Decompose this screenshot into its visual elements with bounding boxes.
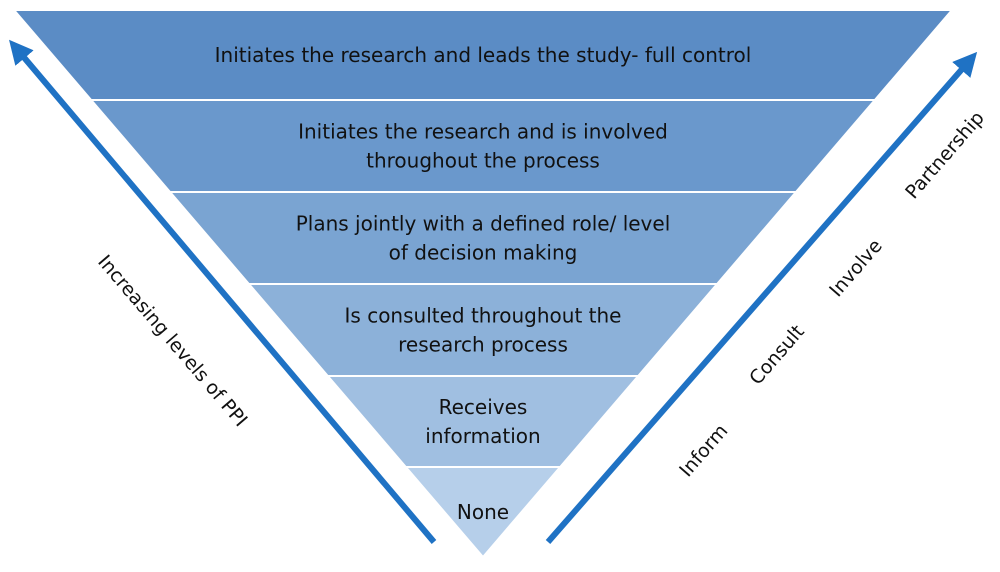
pyramid-level-3 bbox=[167, 191, 799, 285]
pyramid-level-4 bbox=[246, 283, 720, 377]
pyramid-level-3-label: of decision making bbox=[389, 241, 578, 265]
pyramid-levels bbox=[11, 9, 955, 559]
pyramid-level-5 bbox=[325, 375, 641, 468]
pyramid-level-5-label: Receives bbox=[439, 395, 528, 419]
pyramid-level-2-label: Initiates the research and is involved bbox=[298, 120, 668, 144]
pyramid-level-4-label: Is consulted throughout the bbox=[345, 304, 622, 328]
pyramid-level-1-label: Initiates the research and leads the stu… bbox=[215, 43, 752, 67]
left-up-arrow bbox=[9, 39, 437, 544]
left-axis-label: Increasing levels of PPI bbox=[93, 251, 251, 431]
pyramid-level-5-label: information bbox=[425, 424, 540, 448]
right-label-involve: Involve bbox=[825, 235, 887, 301]
pyramid-level-labels: Initiates the research and leads the stu… bbox=[215, 43, 752, 524]
right-label-inform: Inform bbox=[675, 420, 732, 481]
right-up-arrow bbox=[545, 51, 978, 544]
right-label-consult: Consult bbox=[745, 321, 809, 389]
pyramid-level-3-label: Plans jointly with a defined role/ level bbox=[296, 212, 671, 236]
pyramid-level-2-label: throughout the process bbox=[366, 149, 600, 173]
pyramid-level-4-label: research process bbox=[398, 333, 568, 357]
pyramid-level-2 bbox=[88, 99, 878, 193]
pyramid-level-6 bbox=[403, 466, 563, 559]
pyramid-level-6-label: None bbox=[457, 500, 509, 524]
